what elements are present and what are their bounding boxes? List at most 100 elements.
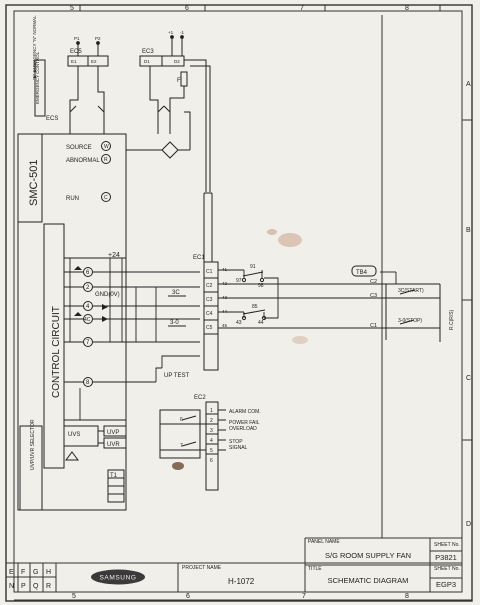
drawing-frame	[5, 4, 473, 602]
ec3-label: EC3	[142, 49, 154, 55]
uvp-label: UVP	[107, 430, 119, 436]
contact-number: 97	[236, 278, 242, 284]
control-circuit-label: CONTROL CIRCUIT	[51, 306, 62, 398]
wire-number: 45	[222, 323, 228, 328]
overload-label: OVERLOAD	[229, 426, 257, 432]
ec5-terminal: P1	[74, 36, 80, 41]
emergency-label: EMERGENCY CONTROL	[35, 51, 40, 104]
ec2-block	[159, 401, 226, 491]
terminal-number: 4	[86, 304, 90, 310]
fuse-label: F	[177, 78, 181, 84]
contact-number: 91	[250, 264, 256, 270]
wire-number: 43	[222, 295, 228, 300]
contact-number: 98	[258, 283, 264, 289]
samsung-logo: SAMSUNG	[91, 569, 145, 585]
contact-number: 85	[252, 304, 258, 310]
ec5-label: EC5	[70, 49, 82, 55]
uvp-selector-label: UVP/UVR SELECTOR	[30, 419, 36, 470]
ec3-block	[126, 35, 211, 192]
ec2-terminal: 6	[210, 458, 213, 464]
supply-label: +24	[108, 252, 120, 259]
ecs-label: ECS	[46, 116, 58, 122]
ec1-terminal: C2	[206, 283, 213, 289]
panel-name-label: PANEL NAME	[308, 539, 340, 545]
terminal-number: 4C	[84, 317, 91, 323]
title-label: TITLE	[308, 566, 322, 572]
smc-model: SMC-501	[28, 160, 40, 206]
tb4-label: TB4	[356, 270, 368, 276]
ec2-terminal: 2	[210, 418, 213, 424]
ec1-terminal: C1	[206, 269, 213, 275]
ec1-label: EC1	[193, 255, 205, 261]
ec2-label: EC2	[194, 395, 206, 401]
abnormal-indicator-icon: R	[104, 157, 108, 163]
paper-stains	[172, 229, 308, 470]
sheet-no2-label: SHEET No.	[434, 566, 460, 572]
diode-symbols	[74, 266, 108, 322]
grid-letter: Q	[33, 583, 39, 590]
up-test-label: UP TEST	[164, 373, 189, 379]
ec3-terminal: +1	[168, 30, 174, 35]
run-label: RUN	[66, 196, 79, 202]
wire-number: 44	[222, 309, 228, 314]
project-name: H-1072	[228, 577, 255, 586]
company-name: SAMSUNG	[99, 575, 136, 582]
ecs-mode-label: "E" EMERGENCY "N" NORMAL	[32, 15, 37, 80]
grid-letter: E	[9, 569, 14, 576]
row-letter: B	[466, 227, 471, 234]
remote-terminal: C2	[370, 279, 377, 285]
start-button-label: 3C(START)	[398, 288, 424, 294]
remote-terminal: C1	[370, 323, 377, 329]
grid-letter: N	[9, 583, 14, 590]
relay-contacts	[241, 271, 267, 321]
col-number: 6	[186, 593, 190, 600]
alarm-com-label: ALARM COM.	[229, 409, 261, 415]
col-number: 6	[185, 5, 189, 12]
title-block	[6, 537, 462, 592]
grid-letter: F	[21, 569, 25, 576]
stop-button-label: 3-0(STOP)	[398, 318, 422, 324]
row-letter: D	[466, 521, 471, 528]
terminal-number: 8	[86, 380, 90, 386]
wire-number: 41	[222, 267, 228, 272]
gnd-label: GND(0V)	[95, 292, 120, 298]
remote-station	[351, 265, 441, 342]
ec2-contact: 7	[180, 443, 183, 449]
col-number: 5	[70, 5, 74, 12]
ec2-terminal: 5	[210, 448, 213, 454]
sheet-no-label: SHEET No.	[434, 542, 460, 548]
project-name-label: PROJECT NAME	[182, 565, 222, 571]
abnormal-label: ABNORMAL	[66, 158, 100, 164]
ec2-terminal: 3	[210, 428, 213, 434]
row-letter: A	[466, 81, 471, 88]
uvr-label: UVR	[107, 442, 120, 448]
drawing-title: SCHEMATIC DIAGRAM	[328, 576, 409, 585]
grid-letter: P	[21, 583, 26, 590]
uvs-label: UVS	[68, 432, 80, 438]
ec3-inner-terminal: D2	[174, 59, 180, 64]
row-letter: C	[466, 375, 471, 382]
contact-number: 44	[258, 320, 264, 326]
ec1-block	[203, 192, 219, 371]
ec1-terminal: C3	[206, 297, 213, 303]
terminal-number: 7	[86, 340, 90, 346]
relay-label: 3-0	[170, 320, 179, 326]
ec5-inner-terminal: E2	[91, 59, 97, 64]
t1-label: T1	[110, 473, 118, 479]
grid-letter: H	[46, 569, 51, 576]
control-wiring	[64, 257, 200, 421]
ec3-inner-terminal: D1	[144, 59, 150, 64]
panel-name: S/G ROOM SUPPLY FAN	[325, 551, 411, 560]
panel-indicators	[101, 141, 111, 202]
uvp-uvr-block	[63, 425, 127, 503]
run-indicator-icon: C	[104, 195, 108, 201]
sheet-no: P3821	[435, 553, 457, 562]
signal-label: SIGNAL	[229, 445, 248, 451]
source-label: SOURCE	[66, 145, 92, 151]
row-letters: A B C D	[466, 81, 471, 528]
wire-number: 42	[222, 281, 228, 286]
sheet-no2: EGP3	[436, 580, 456, 589]
col-number: 7	[300, 5, 304, 12]
